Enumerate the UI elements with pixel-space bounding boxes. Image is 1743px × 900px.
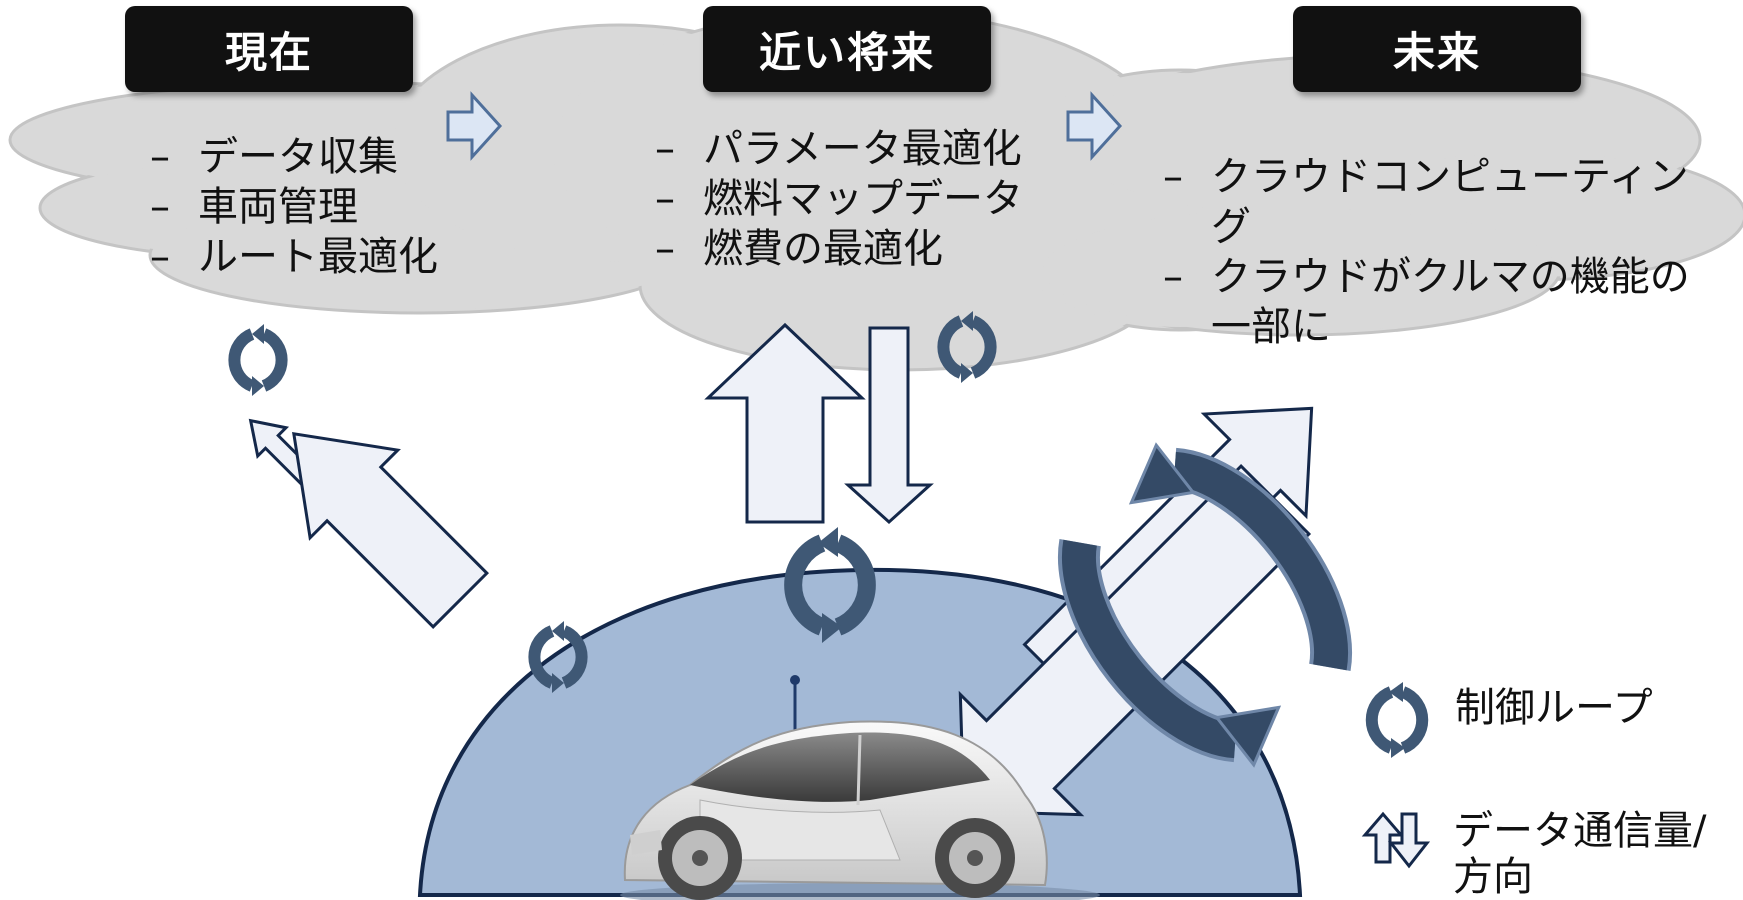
list-item: クラウドがクルマの機能の一部に xyxy=(1163,252,1703,352)
control-loop-icon xyxy=(228,311,997,693)
legend-control-loop-icon xyxy=(1365,682,1429,758)
car-image xyxy=(620,675,1100,900)
stage-header-future: 未来 xyxy=(1293,6,1581,92)
list-item: ルート最適化 xyxy=(150,232,438,282)
stage-list-near-future: パラメータ最適化 燃料マップデータ 燃費の最適化 xyxy=(655,124,1023,274)
stage-list-present: データ収集 車両管理 ルート最適化 xyxy=(150,132,438,282)
data-arrows-present xyxy=(248,418,489,629)
stage-list-future: クラウドコンピューティング クラウドがクルマの機能の一部に xyxy=(1163,152,1703,352)
legend-data-volume-label: データ通信量/方向 xyxy=(1453,808,1707,900)
control-loop-medium-icon xyxy=(784,527,876,643)
list-item: 燃料マップデータ xyxy=(655,174,1023,224)
legend-data-volume-icon xyxy=(1361,811,1431,869)
stage-header-near-future: 近い将来 xyxy=(703,6,991,92)
list-item: パラメータ最適化 xyxy=(655,124,1023,174)
legend-control-loop-label: 制御ループ xyxy=(1455,685,1653,731)
control-loop-large-icon xyxy=(1057,442,1353,768)
stage-header-present: 現在 xyxy=(125,6,413,92)
list-item: 燃費の最適化 xyxy=(655,224,1023,274)
list-item: データ収集 xyxy=(150,132,438,182)
list-item: 車両管理 xyxy=(150,182,438,232)
stage-arrow-icon xyxy=(446,91,1123,161)
list-item: クラウドコンピューティング xyxy=(1163,152,1703,252)
data-arrows-near xyxy=(704,322,934,525)
